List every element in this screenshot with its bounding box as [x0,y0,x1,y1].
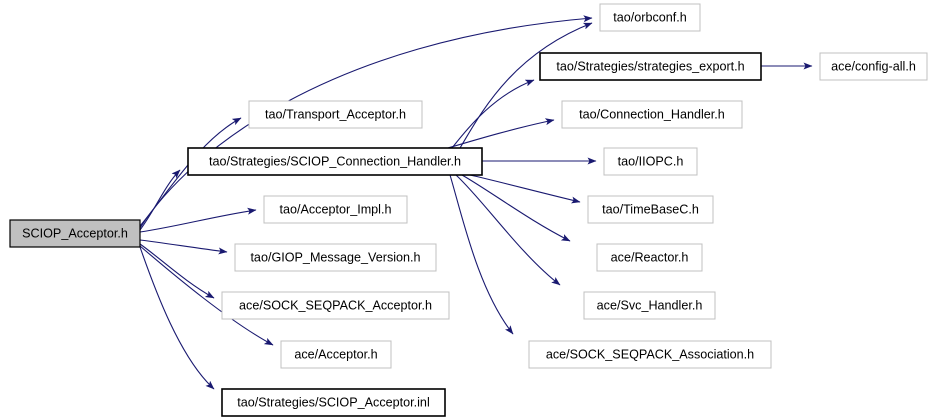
node-root[interactable]: SCIOP_Acceptor.h [9,219,141,248]
node-box-ace_acceptor[interactable] [280,340,392,369]
node-svc_handler[interactable]: ace/Svc_Handler.h [583,291,716,320]
node-box-sciop_connection_handler[interactable] [187,147,483,176]
node-label-timebasec: tao/TimeBaseC.h [602,202,699,216]
edge-root-to-transport_acceptor [139,117,242,227]
node-box-connection_handler[interactable] [561,100,743,129]
edge-sciop_connection_handler-to-timebasec [469,174,581,204]
node-ace_acceptor[interactable]: ace/Acceptor.h [280,340,392,369]
edge-sciop_connection_handler-to-orbconf [459,22,593,149]
node-label-acceptor_impl: tao/Acceptor_Impl.h [279,202,391,216]
node-sock_seqpack_acceptor[interactable]: ace/SOCK_SEQPACK_Acceptor.h [221,291,450,320]
node-box-root[interactable] [9,219,141,248]
node-label-sciop_connection_handler: tao/Strategies/SCIOP_Connection_Handler.… [209,154,461,168]
node-config_all[interactable]: ace/config-all.h [819,52,928,81]
node-label-config_all: ace/config-all.h [831,59,916,73]
nodes-layer: SCIOP_Acceptor.h tao/orbconf.h tao/Strateg… [9,3,928,417]
node-box-sock_seqpack_association[interactable] [528,340,772,369]
edge-root-to-acceptor_impl [139,207,257,233]
edge-root-to-ace_acceptor [139,245,274,346]
edge-root-to-sock_seqpack_acceptor [139,243,215,299]
edge-root-to-sciop_acceptor_inl [139,246,215,390]
node-orbconf[interactable]: tao/orbconf.h [599,3,701,32]
node-label-giop_message_version: tao/GIOP_Message_Version.h [250,250,420,264]
node-box-sock_seqpack_acceptor[interactable] [221,291,450,320]
node-label-sock_seqpack_association: ace/SOCK_SEQPACK_Association.h [546,347,754,361]
node-label-sock_seqpack_acceptor: ace/SOCK_SEQPACK_Acceptor.h [239,298,432,312]
node-connection_handler[interactable]: tao/Connection_Handler.h [561,100,743,129]
node-sock_seqpack_association[interactable]: ace/SOCK_SEQPACK_Association.h [528,340,772,369]
node-iiopc[interactable]: tao/IIOPC.h [603,147,698,176]
node-box-timebasec[interactable] [587,195,714,224]
node-label-orbconf: tao/orbconf.h [613,10,687,24]
edge-root-to-giop_message_version [139,239,228,255]
node-sciop_connection_handler[interactable]: tao/Strategies/SCIOP_Connection_Handler.… [187,147,483,176]
node-box-orbconf[interactable] [599,3,701,32]
node-box-reactor[interactable] [596,243,703,272]
node-box-iiopc[interactable] [603,147,698,176]
node-box-acceptor_impl[interactable] [263,195,408,224]
node-box-config_all[interactable] [819,52,928,81]
node-giop_message_version[interactable]: tao/GIOP_Message_Version.h [234,243,437,272]
node-label-connection_handler: tao/Connection_Handler.h [579,107,725,121]
node-timebasec[interactable]: tao/TimeBaseC.h [587,195,714,224]
node-box-giop_message_version[interactable] [234,243,437,272]
edge-sciop_connection_handler-to-strategies_export [451,79,535,149]
node-transport_acceptor[interactable]: tao/Transport_Acceptor.h [248,100,423,129]
edge-sciop_connection_handler-to-sock_seqpack_association [449,174,514,335]
node-label-ace_acceptor: ace/Acceptor.h [294,347,377,361]
edge-sciop_connection_handler-to-svc_handler [455,174,561,286]
node-strategies_export[interactable]: tao/Strategies/strategies_export.h [539,52,762,81]
node-reactor[interactable]: ace/Reactor.h [596,243,703,272]
node-label-strategies_export: tao/Strategies/strategies_export.h [556,59,744,73]
edge-root-to-sciop_connection_handler [139,169,181,231]
node-label-root: SCIOP_Acceptor.h [22,226,128,240]
node-box-sciop_acceptor_inl[interactable] [221,388,446,417]
node-box-strategies_export[interactable] [539,52,762,81]
node-box-svc_handler[interactable] [583,291,716,320]
node-box-transport_acceptor[interactable] [248,100,423,129]
node-label-reactor: ace/Reactor.h [611,250,689,264]
node-label-iiopc: tao/IIOPC.h [618,154,684,168]
node-acceptor_impl[interactable]: tao/Acceptor_Impl.h [263,195,408,224]
node-label-svc_handler: ace/Svc_Handler.h [597,298,703,312]
node-label-transport_acceptor: tao/Transport_Acceptor.h [265,107,406,121]
node-label-sciop_acceptor_inl: tao/Strategies/SCIOP_Acceptor.inl [237,395,430,409]
edges-layer [139,15,813,390]
edge-sciop_connection_handler-to-reactor [461,174,571,242]
edge-sciop_connection_handler-to-connection_handler [447,118,555,149]
node-sciop_acceptor_inl[interactable]: tao/Strategies/SCIOP_Acceptor.inl [221,388,446,417]
